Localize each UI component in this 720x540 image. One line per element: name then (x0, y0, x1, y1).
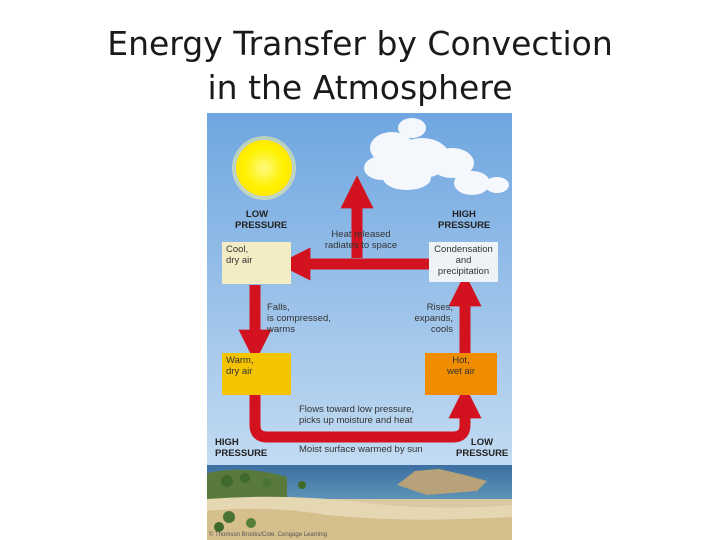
convection-loop (238, 175, 482, 443)
top-left-pressure-label: LOW PRESSURE (235, 209, 288, 231)
warm-dry-air-box: Warm, dry air (222, 353, 291, 395)
condensation-box: Condensation and precipitation (429, 242, 498, 282)
falls-label: Falls, is compressed, warms (267, 302, 331, 335)
moist-surface-label: Moist surface warmed by sun (299, 444, 423, 455)
heat-released-label: Heat released radiates to space (324, 229, 398, 251)
flows-toward-label: Flows toward low pressure, picks up mois… (299, 404, 415, 426)
coastline-image (207, 465, 512, 540)
image-credit: © Thomson Brooks/Cole, Cengage Learning (209, 532, 328, 538)
bottom-left-pressure-label: HIGH PRESSURE (215, 437, 268, 459)
convection-figure: LOW PRESSURE HIGH PRESSURE HIGH PRESSURE… (207, 113, 512, 540)
title-line-1: Energy Transfer by Convection (107, 24, 613, 63)
top-right-pressure-label: HIGH PRESSURE (438, 209, 491, 231)
cloud-icon (364, 118, 509, 195)
title-line-2: in the Atmosphere (207, 68, 513, 107)
rises-label: Rises, expands, cools (414, 302, 453, 335)
hot-wet-air-box: Hot, wet air (425, 353, 497, 395)
bottom-right-pressure-label: LOW PRESSURE (456, 437, 509, 459)
bottom-arrow (249, 385, 482, 443)
sun-icon (232, 136, 296, 200)
cool-dry-air-box: Cool, dry air (222, 242, 291, 284)
slide-title: Energy Transfer by Convection in the Atm… (0, 22, 720, 110)
figure-artwork (207, 113, 512, 540)
